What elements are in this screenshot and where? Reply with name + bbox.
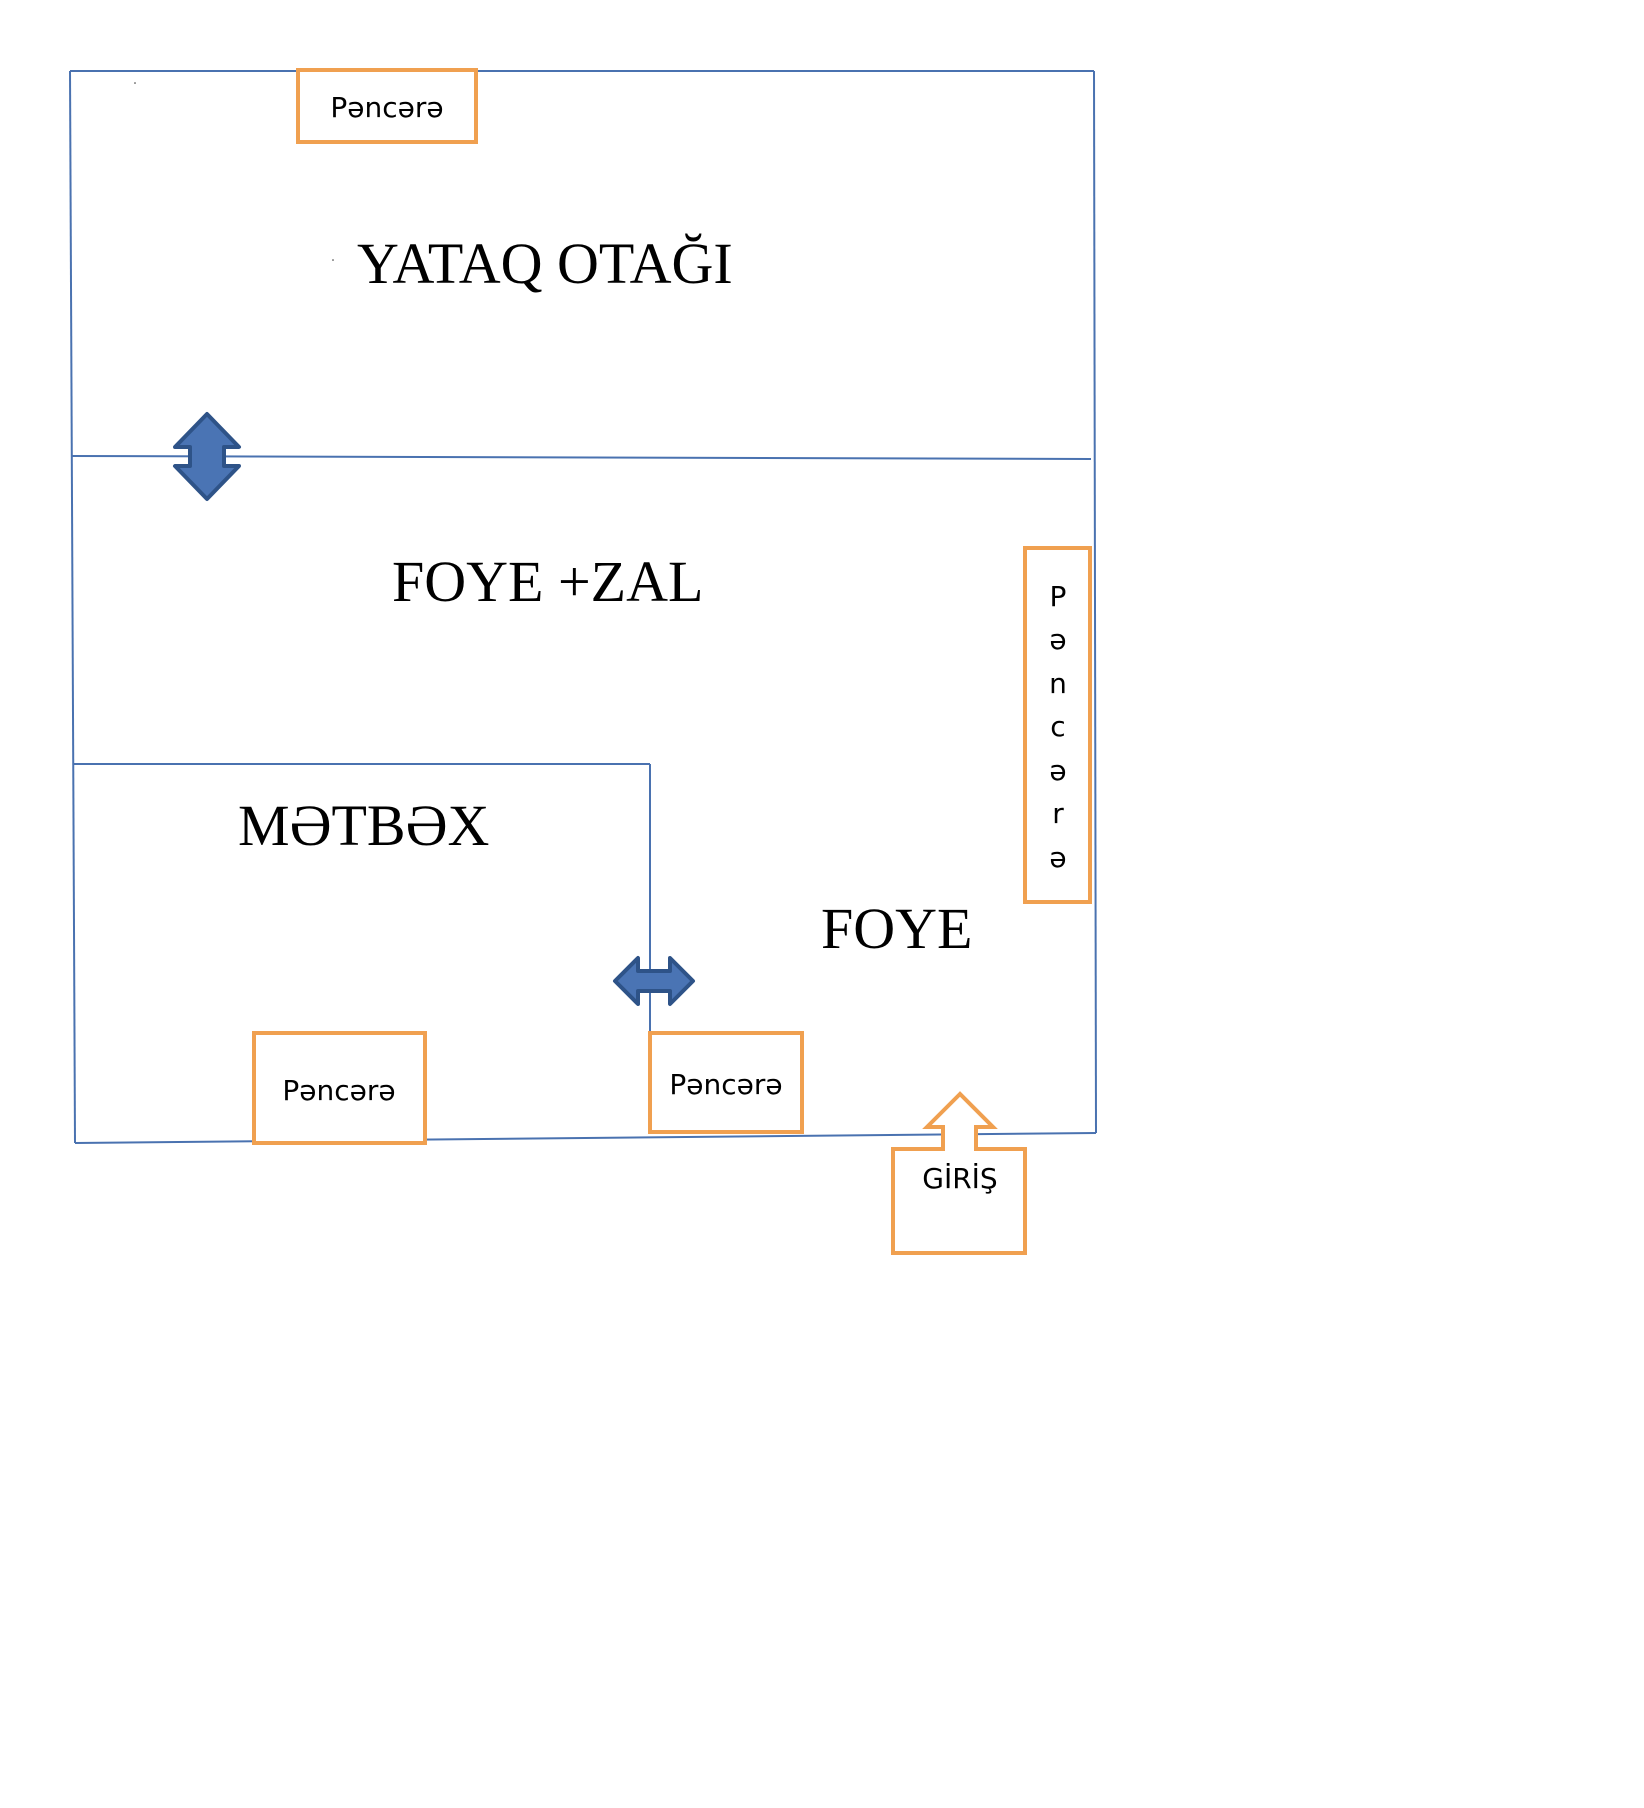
outer-wall-right bbox=[1093, 70, 1097, 1134]
room-label-kitchen: MƏTBƏX bbox=[238, 793, 489, 858]
window-right-letter: ə bbox=[1049, 754, 1066, 787]
outer-wall-bottom bbox=[74, 1132, 1097, 1144]
wall-bedroom-hall bbox=[71, 455, 1092, 460]
window-bottom-left-label: Pəncərə bbox=[282, 1074, 395, 1107]
window-bottom-left: Pəncərə bbox=[252, 1031, 427, 1145]
window-right-letter: ə bbox=[1049, 841, 1066, 874]
window-top: Pəncərə bbox=[296, 68, 478, 144]
entrance-label: GİRİŞ bbox=[922, 1162, 997, 1195]
window-right-letter: ə bbox=[1049, 623, 1066, 656]
window-right-letter: P bbox=[1050, 580, 1067, 613]
outer-wall-left bbox=[69, 70, 76, 1144]
window-right-letter: n bbox=[1049, 667, 1067, 700]
window-right-letter: c bbox=[1050, 710, 1065, 743]
window-bottom-middle: Pəncərə bbox=[648, 1031, 804, 1134]
door-arrow-horizontal-icon bbox=[613, 956, 695, 1006]
walls bbox=[69, 70, 1097, 1144]
window-top-label: Pəncərə bbox=[330, 91, 443, 124]
window-right: P ə n c ə r ə bbox=[1023, 546, 1092, 904]
entrance-arrow-icon bbox=[922, 1091, 998, 1151]
window-right-letter: r bbox=[1052, 797, 1064, 830]
room-label-foyer: FOYE bbox=[821, 896, 972, 961]
entrance: GİRİŞ bbox=[891, 1091, 1027, 1255]
window-bottom-middle-label: Pəncərə bbox=[669, 1068, 782, 1101]
entrance-box bbox=[891, 1147, 1027, 1255]
speck bbox=[332, 259, 334, 261]
room-label-bedroom: YATAQ OTAĞI bbox=[357, 231, 733, 296]
room-label-hall: FOYE +ZAL bbox=[392, 549, 703, 614]
speck bbox=[134, 82, 136, 84]
door-arrow-vertical-icon bbox=[173, 412, 241, 501]
